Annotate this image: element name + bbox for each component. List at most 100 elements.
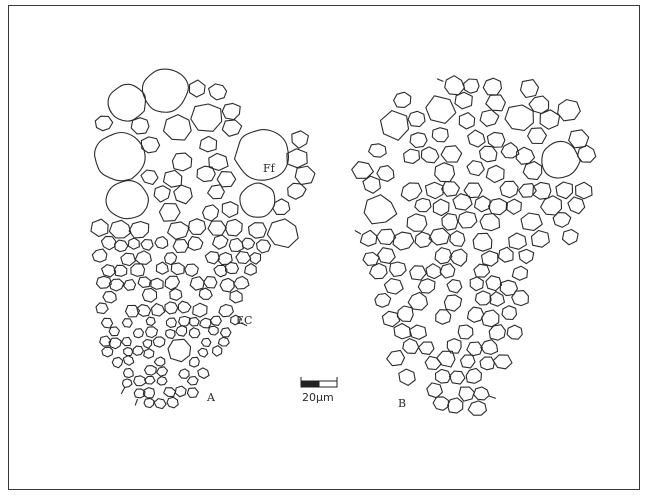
cell bbox=[159, 204, 180, 222]
cell bbox=[418, 279, 435, 293]
cell bbox=[200, 136, 217, 151]
cell bbox=[178, 301, 191, 313]
cell bbox=[222, 120, 241, 136]
label-panel-b: B bbox=[398, 398, 406, 409]
cell bbox=[410, 266, 427, 280]
cell bbox=[410, 133, 427, 148]
cell bbox=[378, 248, 396, 264]
cell-wall-spike bbox=[437, 79, 444, 82]
cell bbox=[489, 199, 507, 215]
cell bbox=[407, 214, 427, 232]
cell bbox=[201, 338, 211, 346]
cell bbox=[486, 95, 506, 111]
cell bbox=[493, 355, 512, 369]
cell bbox=[123, 356, 133, 366]
cell bbox=[199, 288, 212, 299]
cell bbox=[250, 253, 261, 265]
label-ec: EC bbox=[236, 315, 252, 326]
cell bbox=[576, 182, 592, 199]
cell bbox=[425, 356, 441, 369]
cell bbox=[151, 278, 163, 289]
cell bbox=[401, 183, 422, 201]
cell bbox=[267, 219, 298, 248]
cell bbox=[450, 231, 465, 247]
cell bbox=[482, 251, 498, 266]
cell bbox=[173, 240, 188, 253]
cell bbox=[188, 219, 206, 235]
cell bbox=[143, 340, 152, 349]
cell bbox=[481, 340, 498, 355]
cell bbox=[458, 212, 477, 228]
cell bbox=[426, 182, 444, 198]
cell bbox=[146, 327, 158, 338]
cell bbox=[213, 235, 228, 249]
cell bbox=[447, 280, 462, 293]
cell bbox=[287, 149, 307, 168]
cell bbox=[197, 166, 215, 181]
cell bbox=[427, 383, 443, 398]
cell bbox=[556, 182, 573, 199]
cell bbox=[467, 161, 484, 176]
cell bbox=[154, 399, 166, 409]
cell bbox=[189, 328, 200, 338]
cell bbox=[482, 310, 499, 327]
cell bbox=[141, 137, 159, 153]
cell bbox=[166, 330, 176, 339]
cell bbox=[426, 96, 456, 124]
cell bbox=[230, 291, 242, 304]
cell bbox=[440, 264, 455, 279]
scale-label: 20µm bbox=[302, 392, 334, 403]
cell bbox=[108, 84, 145, 121]
cell bbox=[133, 346, 143, 355]
cell bbox=[532, 231, 550, 248]
cell bbox=[109, 279, 123, 291]
cell bbox=[102, 347, 113, 357]
cell bbox=[200, 318, 211, 328]
cell bbox=[103, 291, 116, 303]
cell bbox=[203, 205, 219, 221]
cell bbox=[384, 279, 403, 295]
cell bbox=[519, 249, 534, 263]
cell bbox=[528, 128, 547, 144]
cell bbox=[387, 350, 405, 365]
cell bbox=[229, 238, 243, 251]
cell bbox=[455, 92, 472, 109]
cell bbox=[131, 118, 149, 134]
cell bbox=[225, 219, 242, 236]
cell bbox=[102, 265, 116, 277]
cell bbox=[480, 110, 499, 126]
cell bbox=[240, 183, 275, 217]
cell bbox=[533, 182, 551, 199]
cell bbox=[568, 197, 585, 214]
cell bbox=[204, 277, 218, 288]
cell bbox=[578, 145, 596, 162]
cell bbox=[124, 348, 133, 356]
cell bbox=[226, 262, 239, 273]
cell bbox=[236, 252, 251, 264]
cell bbox=[145, 377, 156, 385]
cell bbox=[171, 263, 184, 275]
cell bbox=[421, 147, 439, 163]
cell bbox=[155, 237, 168, 249]
cell bbox=[426, 264, 441, 279]
cell bbox=[487, 132, 505, 147]
cell bbox=[512, 266, 527, 280]
cell bbox=[397, 306, 413, 322]
cell bbox=[168, 222, 190, 239]
cell bbox=[435, 248, 452, 264]
cell bbox=[152, 304, 165, 317]
cell bbox=[165, 302, 178, 314]
cell bbox=[209, 84, 227, 100]
cell bbox=[220, 278, 234, 292]
cell bbox=[122, 319, 132, 328]
cell bbox=[114, 265, 127, 276]
cell bbox=[500, 181, 518, 197]
cell bbox=[218, 337, 229, 346]
cell bbox=[234, 276, 249, 289]
cell bbox=[523, 162, 542, 180]
cell bbox=[521, 213, 542, 231]
cell bbox=[558, 100, 581, 121]
cell bbox=[486, 276, 502, 291]
cell bbox=[480, 214, 500, 231]
